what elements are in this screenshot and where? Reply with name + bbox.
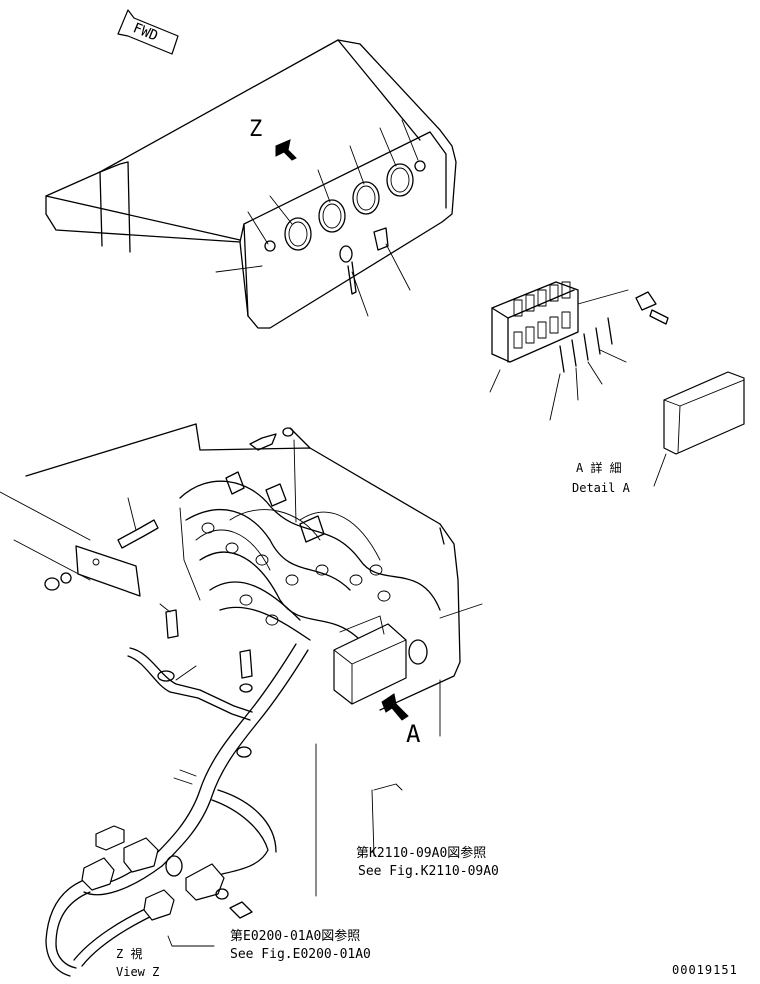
nut-icon xyxy=(44,572,72,591)
view-z-jp-label: Z 視 xyxy=(116,946,142,961)
gauge-4-icon xyxy=(386,163,414,197)
ref-k2110-en: See Fig.K2110-09A0 xyxy=(358,864,499,879)
detail-a-en-label: Detail A xyxy=(572,481,631,495)
lower-housing xyxy=(0,423,461,711)
rotary-switch-icon xyxy=(373,227,389,251)
fuse-cover-icon xyxy=(663,371,745,455)
bolt-icon xyxy=(239,649,253,679)
instrument-panel xyxy=(45,39,457,329)
bolt-icon xyxy=(229,901,253,919)
detail-a-marker: A xyxy=(406,720,421,748)
view-z-arrow-icon xyxy=(275,139,297,161)
drawing-number: 00019151 xyxy=(672,963,738,977)
ground-cable xyxy=(127,609,253,758)
ref-e0200-en: See Fig.E0200-01A0 xyxy=(230,947,371,962)
z-view-label: Z xyxy=(249,117,262,142)
washer-icon xyxy=(239,683,253,693)
ref-e0200-jp: 第E0200-01A0図参照 xyxy=(230,928,360,944)
relay-box-icon xyxy=(333,615,428,705)
detail-a-arrow-icon xyxy=(381,693,409,721)
spare-fuse-icon xyxy=(607,317,613,345)
gauge-1-icon xyxy=(284,217,312,251)
detail-a-fuse-box xyxy=(489,281,669,421)
fwd-arrow-icon: FWD xyxy=(117,9,179,55)
spare-fuse-icon xyxy=(571,339,577,367)
sensor-icon xyxy=(117,497,159,549)
gauge-3-icon xyxy=(352,181,380,215)
gauge-2-icon xyxy=(318,199,346,233)
washer-icon xyxy=(236,746,252,758)
spare-fuse-icon xyxy=(583,333,589,361)
spare-fuse-icon xyxy=(595,327,601,355)
bracket-icon xyxy=(75,545,141,597)
indicator-lamp-icon xyxy=(264,240,276,252)
screw-icon xyxy=(649,309,669,325)
bolt-icon xyxy=(249,427,294,451)
connector-icon xyxy=(81,825,253,921)
spare-fuse-icon xyxy=(559,345,565,373)
bolt-icon xyxy=(165,609,179,639)
indicator-lamp-icon xyxy=(414,160,426,172)
wire-harness xyxy=(179,471,441,641)
detail-a-jp-label: A 詳 細 xyxy=(576,460,622,475)
clip-icon xyxy=(635,291,657,311)
fuse-row-bottom-icon xyxy=(513,311,571,349)
view-z-en-label: View Z xyxy=(116,965,159,979)
ref-k2110-jp: 第K2110-09A0図参照 xyxy=(356,845,486,861)
key-switch-icon xyxy=(339,245,357,295)
fuse-row-top-icon xyxy=(513,281,571,317)
